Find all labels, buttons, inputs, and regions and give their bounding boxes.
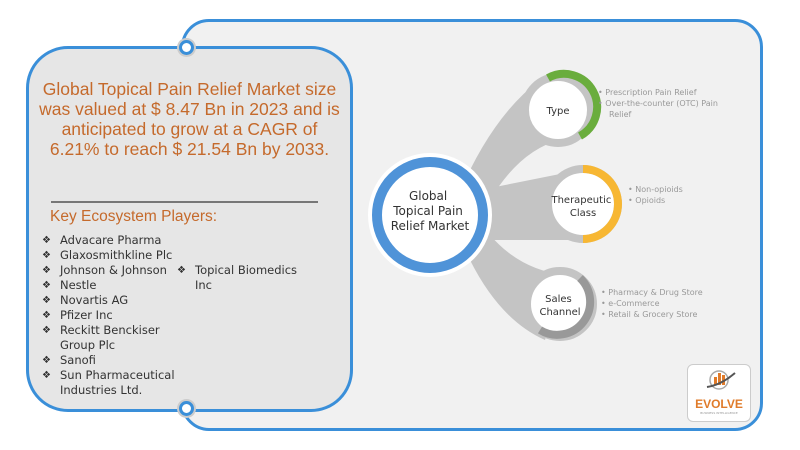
logo-tagline: BUSINESS INTELLIGENCE <box>700 411 738 415</box>
type-label: Type <box>546 106 570 117</box>
players-list-2: Topical Biomedics Inc <box>177 233 317 293</box>
svg-text:Sales Channel: Sales Channel <box>539 294 580 318</box>
chart-arrow-icon <box>706 370 736 390</box>
type-item: • Over-the-counter (OTC) Pain <box>598 99 718 108</box>
player: Johnson & Johnson <box>42 263 182 278</box>
players-list-1: Advacare Pharma Glaxosmithkline Plc John… <box>42 233 182 398</box>
evolve-logo: EVOLVE BUSINESS INTELLIGENCE <box>687 364 751 422</box>
therapeutic-label: Therapeutic <box>550 195 611 206</box>
svg-text:Therapeutic Class: Therapeutic Class <box>550 195 614 219</box>
divider <box>51 201 318 203</box>
player: Sanofi <box>42 353 182 368</box>
center-label: Global <box>409 189 447 203</box>
svg-text:Global Topical Pain Re: Global Topical Pain Relief Market <box>391 189 470 233</box>
therapeutic-item: • Non-opioids <box>628 185 683 194</box>
player: Nestle <box>42 278 182 293</box>
player: Novartis AG <box>42 293 182 308</box>
connector-dot <box>179 401 194 416</box>
type-ring <box>546 69 602 140</box>
player: Glaxosmithkline Plc <box>42 248 182 263</box>
sales-item: • e-Commerce <box>601 299 660 308</box>
summary-panel: Global Topical Pain Relief Market size w… <box>26 46 353 412</box>
sales-ring <box>537 275 595 339</box>
sales-label: Channel <box>539 307 580 318</box>
therapeutic-ring <box>582 165 622 243</box>
sales-label: Sales <box>545 294 572 305</box>
player: Reckitt Benckiser Group Plc <box>42 323 182 353</box>
player: Topical Biomedics Inc <box>177 263 317 293</box>
market-summary: Global Topical Pain Relief Market size w… <box>39 79 340 159</box>
player: Advacare Pharma <box>42 233 182 248</box>
center-node <box>372 157 488 273</box>
type-item: • Prescription Pain Relief <box>598 88 697 97</box>
player: Pfizer Inc <box>42 308 182 323</box>
center-label: Topical Pain <box>392 204 463 218</box>
players-title: Key Ecosystem Players: <box>50 208 218 225</box>
connector-dot <box>179 40 194 55</box>
logo-name: EVOLVE <box>695 397 743 411</box>
therapeutic-label: Class <box>570 208 596 219</box>
center-label: Relief Market <box>391 219 470 233</box>
therapeutic-item: • Opioids <box>628 196 665 205</box>
type-item: Relief <box>609 110 631 119</box>
sales-item: • Retail & Grocery Store <box>601 310 698 319</box>
sales-item: • Pharmacy & Drug Store <box>601 288 703 297</box>
player: Sun Pharmaceutical Industries Ltd. <box>42 368 182 398</box>
